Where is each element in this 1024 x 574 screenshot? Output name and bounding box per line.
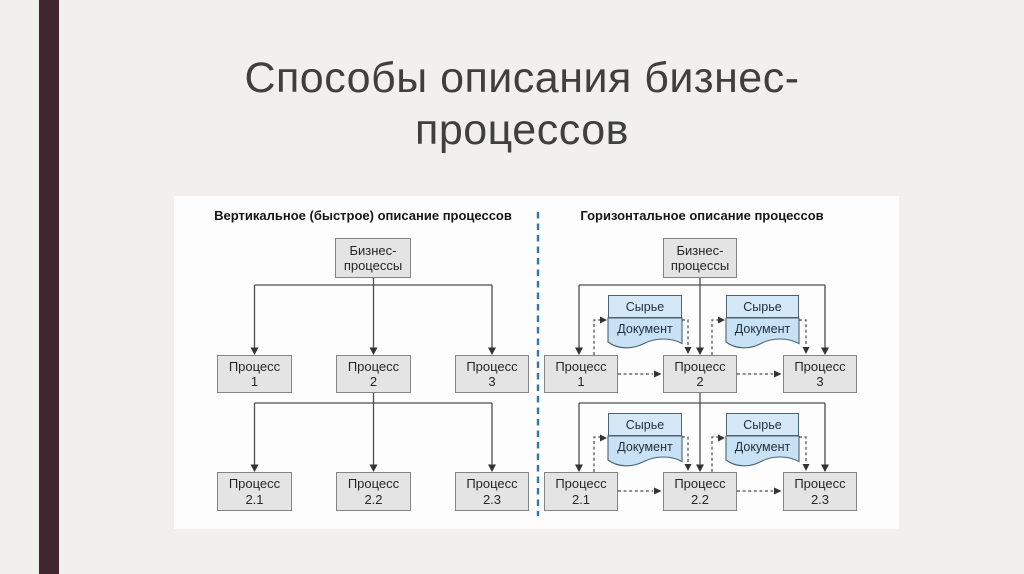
solid-arrowheads <box>250 347 829 472</box>
box-process-2-1-left: Процесс 2.1 <box>217 472 292 511</box>
box-process-1-left: Процесс 1 <box>217 355 292 393</box>
diagram-panel: Вертикальное (быстрое) описание процессо… <box>174 196 899 529</box>
document-label: Документ <box>734 322 791 336</box>
box-process-2-1-right: Процесс 2.1 <box>544 472 618 511</box>
box-process-2-right: Процесс 2 <box>663 355 737 393</box>
document-shape <box>607 435 683 467</box>
box-business-processes-right: Бизнес- процессы <box>663 238 737 278</box>
box-process-2-2-right: Процесс 2.2 <box>663 472 737 511</box>
box-process-3-left: Процесс 3 <box>455 355 529 393</box>
document-label: Документ <box>617 322 673 336</box>
right-section-header: Горизонтальное описание процессов <box>580 208 824 223</box>
material-box: Сырье <box>608 413 682 436</box>
left-section-header: Вертикальное (быстрое) описание процессо… <box>214 208 512 223</box>
document-shape <box>725 317 800 349</box>
document-label: Документ <box>734 440 791 454</box>
tree-lines-left <box>253 278 493 465</box>
box-process-2-3-left: Процесс 2.3 <box>455 472 529 511</box>
box-process-2-2-left: Процесс 2.2 <box>336 472 411 511</box>
dashed-arrowheads <box>600 316 810 495</box>
accent-bar <box>38 0 60 574</box>
document-label: Документ <box>617 440 673 454</box>
box-process-2-left: Процесс 2 <box>336 355 411 393</box>
tree-lines-right <box>578 278 826 465</box>
document-shape <box>725 435 800 467</box>
material-box: Сырье <box>726 295 799 318</box>
box-process-1-right: Процесс 1 <box>544 355 618 393</box>
connectors-layer <box>250 212 829 516</box>
box-process-3-right: Процесс 3 <box>783 355 857 393</box>
material-box: Сырье <box>726 413 799 436</box>
box-business-processes-left: Бизнес- процессы <box>335 238 411 278</box>
box-process-2-3-right: Процесс 2.3 <box>783 472 857 511</box>
material-box: Сырье <box>608 295 682 318</box>
page-title: Способы описания бизнес- процессов <box>244 54 800 155</box>
document-shape <box>607 317 683 349</box>
dashed-flow-lines <box>593 319 807 492</box>
